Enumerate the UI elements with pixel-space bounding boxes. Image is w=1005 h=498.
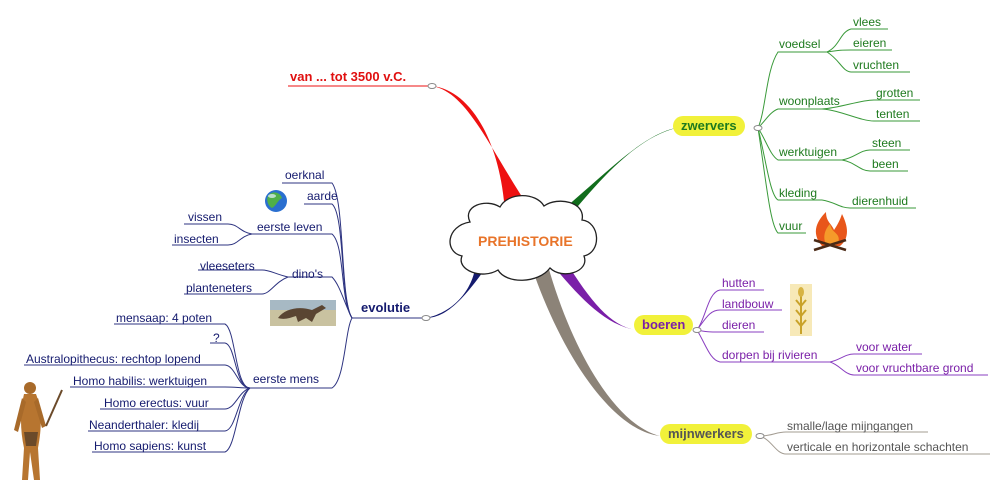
dierenhuid-node[interactable]: dierenhuid [852, 194, 909, 208]
evolutie-node[interactable]: evolutie [361, 300, 411, 315]
grotten-node[interactable]: grotten [876, 86, 914, 100]
australopithecus-node[interactable]: Australopithecus: rechtop lopend [26, 352, 201, 366]
vissen-node[interactable]: vissen [188, 210, 223, 224]
branch-purple [555, 262, 636, 330]
dieren-node[interactable]: dieren [722, 318, 756, 332]
voedsel-node[interactable]: voedsel [779, 37, 821, 51]
timeframe-label[interactable]: van ... tot 3500 v.C. [290, 69, 407, 84]
homo-habilis-node[interactable]: Homo habilis: werktuigen [73, 374, 208, 388]
vruchten-node[interactable]: vruchten [853, 58, 900, 72]
branch-grey [532, 266, 660, 436]
branch-red [432, 86, 532, 212]
tenten-node[interactable]: tenten [876, 107, 910, 121]
vuur-node[interactable]: vuur [779, 219, 803, 233]
kleding-node[interactable]: kleding [779, 186, 818, 200]
unknown-node[interactable]: ? [213, 331, 220, 345]
been-node[interactable]: been [872, 157, 899, 171]
mensaap-node[interactable]: mensaap: 4 poten [116, 311, 213, 325]
voor-water-node[interactable]: voor water [856, 340, 913, 354]
aarde-node[interactable]: aarde [307, 189, 338, 203]
mijngangen-node[interactable]: smalle/lage mijngangen [787, 419, 914, 433]
voor-vruchtbare-grond-node[interactable]: voor vruchtbare grond [856, 361, 974, 375]
branch-blue [426, 262, 490, 318]
center-cloud [449, 194, 598, 281]
dinos-node[interactable]: dino's [292, 267, 323, 281]
mijnwerkers-node[interactable]: mijnwerkers [660, 424, 752, 444]
wheat-image [790, 284, 812, 336]
center-topic[interactable]: PREHISTORIE [478, 233, 573, 249]
landbouw-node[interactable]: landbouw [722, 297, 774, 311]
homo-erectus-node[interactable]: Homo erectus: vuur [104, 396, 209, 410]
woonplaats-node[interactable]: woonplaats [779, 94, 840, 108]
globe-icon [265, 190, 287, 212]
eerste-leven-node[interactable]: eerste leven [257, 220, 323, 234]
dorpen-node[interactable]: dorpen bij rivieren [722, 348, 818, 362]
dinosaur-image [270, 300, 336, 326]
caveman-image [14, 382, 63, 480]
eerste-mens-node[interactable]: eerste mens [253, 372, 320, 386]
insecten-node[interactable]: insecten [174, 232, 219, 246]
eieren-node[interactable]: eieren [853, 36, 887, 50]
werktuigen-node[interactable]: werktuigen [779, 145, 838, 159]
neanderthaler-node[interactable]: Neanderthaler: kledij [89, 418, 200, 432]
schachten-node[interactable]: verticale en horizontale schachten [787, 440, 969, 454]
zwervers-node[interactable]: zwervers [673, 116, 745, 136]
planteneters-node[interactable]: planteneters [186, 281, 253, 295]
homo-sapiens-node[interactable]: Homo sapiens: kunst [94, 439, 207, 453]
vleeseters-node[interactable]: vleeseters [200, 259, 255, 273]
boeren-node[interactable]: boeren [634, 315, 694, 335]
hutten-node[interactable]: hutten [722, 276, 756, 290]
oerknal-node[interactable]: oerknal [285, 168, 325, 182]
vlees-node[interactable]: vlees [853, 15, 882, 29]
steen-node[interactable]: steen [872, 136, 902, 150]
fire-image [813, 212, 847, 252]
